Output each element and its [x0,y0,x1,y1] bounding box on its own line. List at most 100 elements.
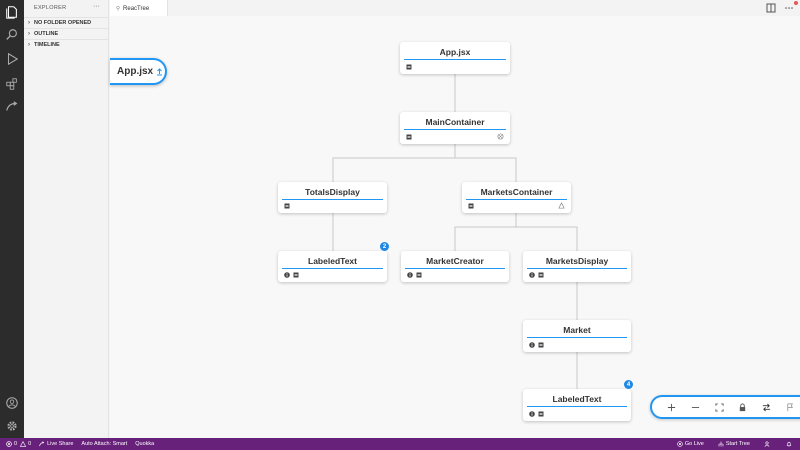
node-underline [282,199,383,200]
props-count-badge: 4 [624,380,633,389]
bell-icon [786,441,792,447]
tree-node-markets-container[interactable]: MarketsContainer [462,182,571,213]
file-icon[interactable] [468,203,474,209]
node-label: TotalsDisplay [305,187,360,197]
notifications-status[interactable] [786,441,794,447]
warning-count: 0 [28,441,32,447]
node-label: MarketCreator [426,256,484,266]
edge-markets-children [454,213,578,251]
more-actions-icon[interactable] [784,3,794,13]
warning-icon [20,441,27,447]
lock-button[interactable] [731,397,755,417]
swap-orientation-button[interactable] [755,397,779,417]
problems-status[interactable]: 0 0 [6,441,31,447]
info-icon[interactable] [529,272,535,278]
run-debug-icon[interactable] [4,51,20,67]
node-underline [466,199,567,200]
file-icon[interactable] [538,272,544,278]
extensions-icon[interactable] [4,76,20,92]
node-underline [404,129,506,130]
node-underline [527,337,627,338]
tree-node-app[interactable]: App.jsx [400,42,510,74]
tree-node-main-container[interactable]: MainContainer [400,112,510,144]
status-bar: 0 0 Live Share Auto Attach: Smart Quokka… [0,438,800,450]
info-icon[interactable] [529,342,535,348]
live-share-status[interactable]: Live Share [39,441,73,447]
start-tree-label: Start Tree [725,441,750,447]
node-label: App.jsx [439,47,471,57]
swap-icon [762,403,771,411]
tab-bar: ⚲ ReacTree [110,0,800,17]
tree-node-market[interactable]: Market [523,320,631,352]
root-file-pill[interactable]: App.jsx [110,58,167,85]
plus-icon [668,403,676,411]
flow-controls-toolbar [650,395,800,419]
file-icon[interactable] [538,411,544,417]
auto-attach-status[interactable]: Auto Attach: Smart [81,441,127,447]
node-underline [405,268,505,269]
live-share-icon[interactable] [4,99,20,115]
lock-icon [740,402,746,411]
go-live-status[interactable]: Go Live [677,441,704,447]
tree-icon [718,441,724,447]
notification-dot [794,1,798,5]
tree-node-totals-display[interactable]: TotalsDisplay [278,182,387,213]
chevron-right-icon: › [28,19,30,26]
feedback-status[interactable] [764,441,772,447]
flag-button[interactable] [778,397,800,417]
file-icon[interactable] [538,342,544,348]
tree-node-markets-display[interactable]: MarketsDisplay [523,251,631,282]
tree-icon: ⚲ [116,5,121,12]
live-share-icon [39,441,45,447]
node-underline [527,406,627,407]
node-underline [282,268,383,269]
component-tree-canvas[interactable]: App.jsx MainContainer TotalsDisplay Mark… [110,16,800,438]
fit-view-button[interactable] [707,397,731,417]
tree-node-labeled-text[interactable]: LabeledText [278,251,387,282]
person-icon [764,441,770,447]
file-icon[interactable] [406,134,412,140]
section-timeline[interactable]: › TIMELINE [24,39,109,49]
error-icon [6,441,12,447]
split-editor-icon[interactable] [766,3,776,13]
start-tree-status[interactable]: Start Tree [718,441,750,447]
more-actions-icon[interactable]: ··· [93,3,100,10]
broadcast-icon [677,441,683,447]
zoom-out-button[interactable] [684,397,708,417]
flag-icon [787,403,793,411]
manage-gear-icon[interactable] [4,418,20,434]
explorer-icon[interactable] [4,4,20,20]
section-outline[interactable]: › OUTLINE [24,28,109,38]
upload-icon[interactable] [156,67,163,76]
redux-icon [497,133,504,140]
file-icon[interactable] [293,272,299,278]
file-icon[interactable] [284,203,290,209]
info-icon[interactable] [529,411,535,417]
auto-attach-label: Auto Attach: Smart [81,441,128,447]
tab-reactree[interactable]: ⚲ ReacTree [110,0,168,17]
info-icon[interactable] [284,272,290,278]
search-icon[interactable] [4,27,20,43]
node-label: MainContainer [425,117,485,127]
node-underline [404,59,506,60]
tab-label: ReacTree [123,5,150,12]
zoom-in-button[interactable] [660,397,684,417]
fit-view-icon [715,402,724,412]
file-icon[interactable] [416,272,422,278]
redux-icon [558,202,565,209]
go-live-label: Go Live [684,441,704,447]
live-share-label: Live Share [47,441,74,447]
node-label: LabeledText [552,394,602,404]
quokka-status[interactable]: Quokka [135,441,154,447]
edge-main-children [332,144,517,182]
account-icon[interactable] [4,395,20,411]
section-no-folder-opened[interactable]: › NO FOLDER OPENED [24,17,109,27]
minus-icon [691,406,700,408]
file-icon[interactable] [406,64,412,70]
chevron-right-icon: › [28,41,30,48]
info-icon[interactable] [407,272,413,278]
tree-node-labeled-text[interactable]: LabeledText [523,389,631,421]
tree-node-market-creator[interactable]: MarketCreator [401,251,509,282]
section-label: TIMELINE [34,41,60,48]
